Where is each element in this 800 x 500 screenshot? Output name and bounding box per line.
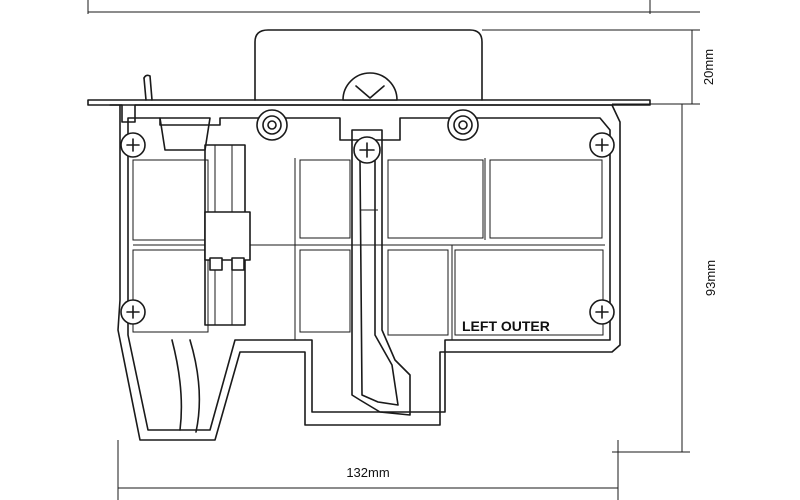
screw-top-left-icon — [120, 132, 146, 158]
top-tab — [254, 29, 483, 101]
housing-outline — [109, 104, 621, 441]
screw-center-icon — [353, 136, 381, 164]
hex-nut-right-icon — [447, 109, 479, 141]
left-slide — [159, 117, 251, 433]
center-lever — [351, 129, 411, 416]
hex-nut-left-icon — [256, 109, 288, 141]
screw-top-right-icon — [589, 132, 615, 158]
dimension-lines — [87, 0, 700, 500]
height-dimension-label: 93mm — [703, 260, 718, 296]
housing-inner — [127, 117, 611, 431]
top-dimension-label: 20mm — [701, 49, 716, 85]
width-dimension-label: 132mm — [346, 465, 389, 480]
top-knob — [342, 72, 398, 101]
top-flange — [87, 74, 651, 106]
screw-mid-left-icon — [120, 299, 146, 325]
part-label: LEFT OUTER — [462, 318, 550, 334]
screw-mid-right-icon — [589, 299, 615, 325]
compartment-grid — [132, 158, 605, 340]
